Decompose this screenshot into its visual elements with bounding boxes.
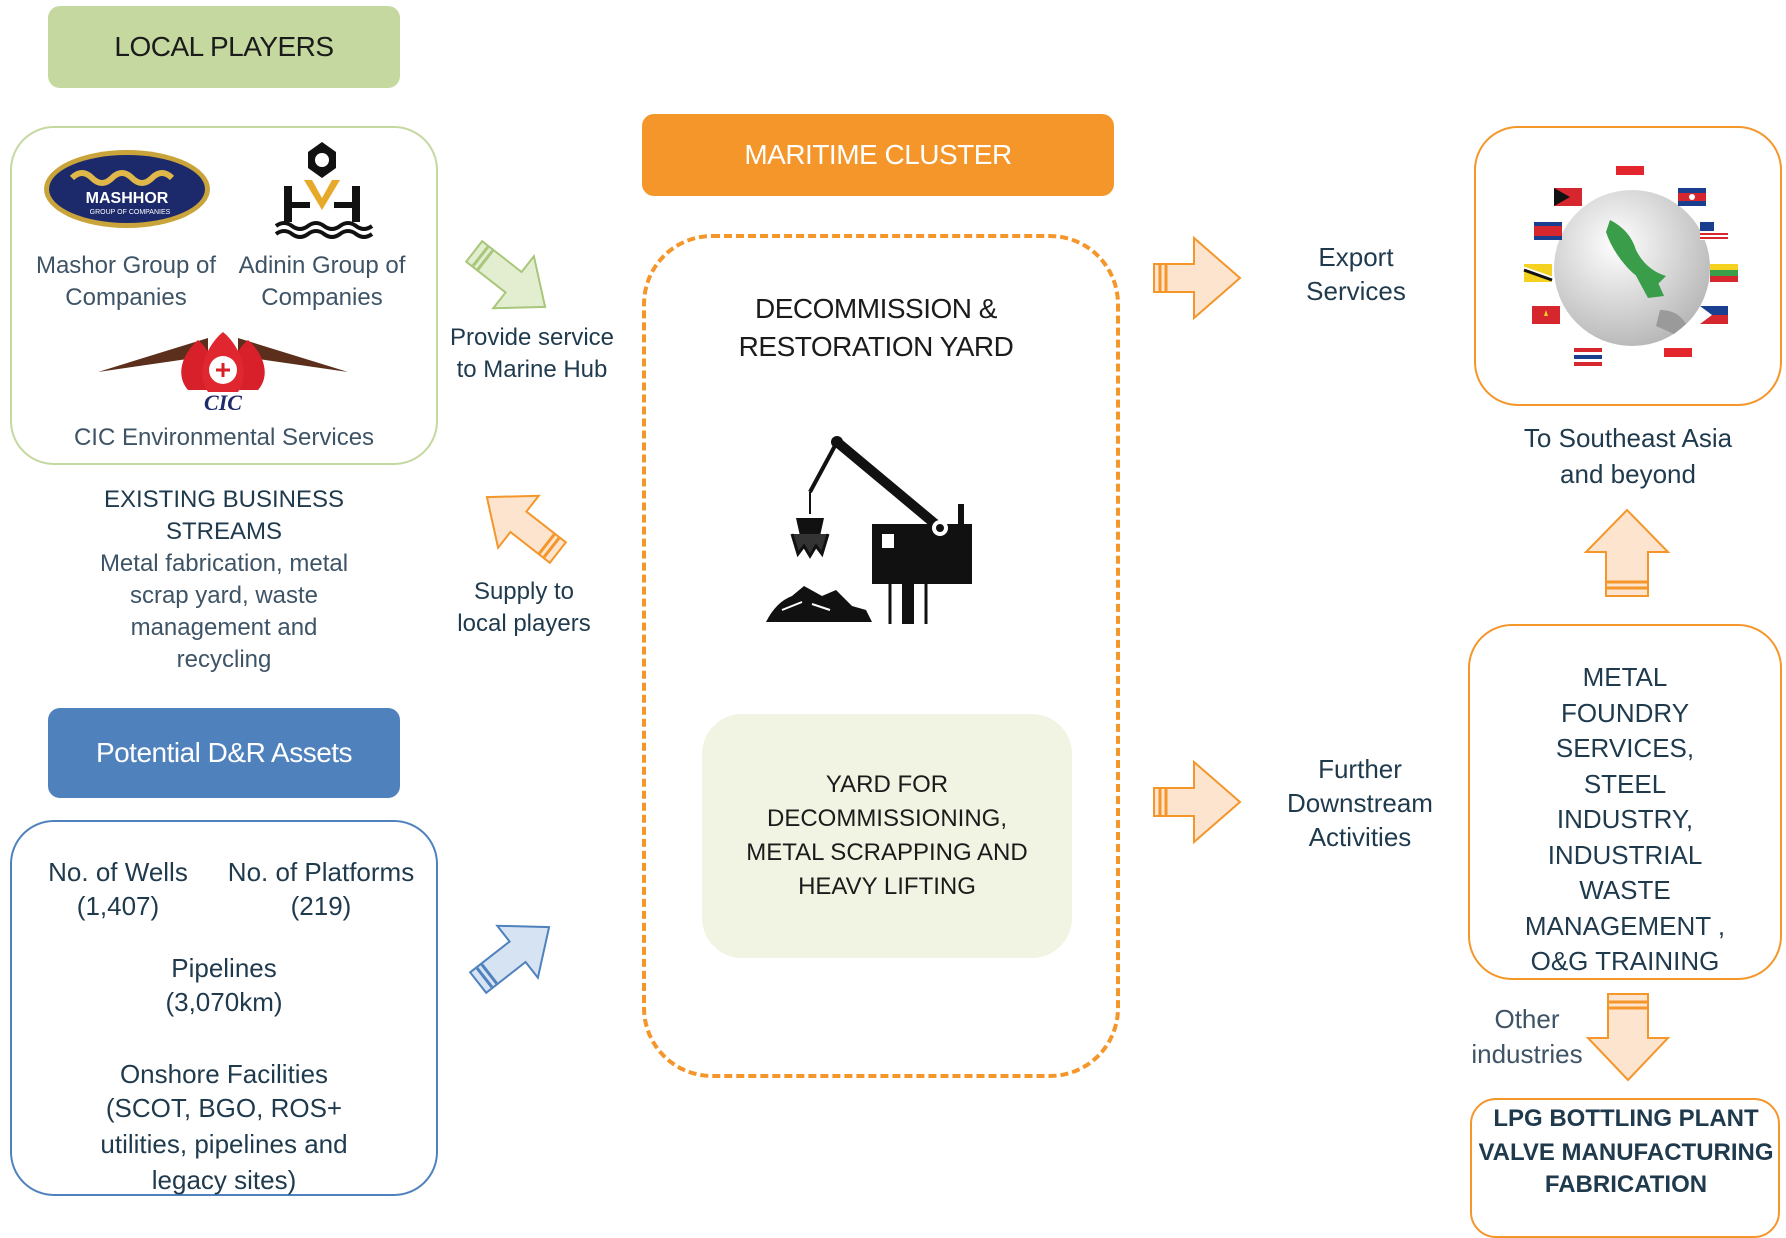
provide-service-arrow xyxy=(462,236,562,326)
wells-label: No. of Wells xyxy=(48,857,188,887)
southeast-asia-label: To Southeast Asia and beyond xyxy=(1523,423,1733,489)
onshore-desc: (SCOT, BGO, ROS+ utilities, pipelines an… xyxy=(100,1093,348,1195)
supply-local-arrow xyxy=(470,478,570,568)
potential-assets-box xyxy=(10,820,438,1196)
adinin-logo xyxy=(270,140,374,240)
lpg-line-1: LPG BOTTLING PLANT xyxy=(1493,1105,1759,1132)
potential-assets-title: Potential D&R Assets xyxy=(95,737,353,768)
maritime-cluster-title: MARITIME CLUSTER xyxy=(744,139,1012,170)
cic-logo-text: CIC xyxy=(204,390,242,415)
pipelines-value: (3,070km) xyxy=(165,987,283,1017)
cic-logo: CIC xyxy=(98,330,348,415)
downstream-arrow xyxy=(1152,759,1242,845)
yard-box xyxy=(702,714,1072,958)
maritime-cluster-header: MARITIME CLUSTER xyxy=(642,114,1114,196)
existing-business-title: EXISTING BUSINESS STREAMS xyxy=(103,486,345,545)
decommission-title: DECOMMISSION & RESTORATION YARD xyxy=(738,293,1014,362)
adinin-name: Adinin Group of Companies xyxy=(238,252,406,311)
mashhor-logo: MASHHOR GROUP OF COMPANIES xyxy=(42,148,212,230)
existing-business-desc: Metal fabrication, metal scrap yard, was… xyxy=(99,550,349,673)
local-players-title: LOCAL PLAYERS xyxy=(114,31,334,62)
pipelines-label: Pipelines xyxy=(171,953,277,983)
supply-local-label: Supply to local players xyxy=(457,578,591,637)
foundry-text: METAL FOUNDRY SERVICES, STEEL INDUSTRY, … xyxy=(1524,662,1726,976)
globe-flags-icon xyxy=(1514,160,1744,380)
onshore-label: Onshore Facilities xyxy=(119,1059,329,1089)
crane-yard-icon xyxy=(762,434,982,626)
wells-value: (1,407) xyxy=(76,891,160,921)
maritime-dashed-box xyxy=(642,234,1120,1078)
potential-assets-header: Potential D&R Assets xyxy=(48,708,400,798)
export-label: Export Services xyxy=(1306,242,1406,306)
lpg-line-2: VALVE MANUFACTURING xyxy=(1478,1139,1774,1166)
platforms-value: (219) xyxy=(290,891,352,921)
mashhor-logo-subtext: GROUP OF COMPANIES xyxy=(90,209,171,216)
mashhor-logo-text: MASHHOR xyxy=(86,190,169,207)
export-arrow xyxy=(1152,235,1242,321)
downstream-label: Further Downstream Activities xyxy=(1287,754,1433,852)
platforms-label: No. of Platforms xyxy=(227,857,415,887)
lpg-box xyxy=(1470,1098,1780,1238)
mashhor-name: Mashor Group of Companies xyxy=(35,252,217,311)
down-arrow xyxy=(1585,992,1671,1082)
yard-text: YARD FOR DECOMMISSIONING, METAL SCRAPPIN… xyxy=(746,771,1028,900)
local-players-header: LOCAL PLAYERS xyxy=(48,6,400,88)
up-arrow xyxy=(1583,508,1671,598)
foundry-box xyxy=(1468,624,1782,980)
other-industries-label: Other industries xyxy=(1471,1004,1583,1069)
lpg-line-3: FABRICATION xyxy=(1544,1171,1708,1198)
provide-service-label: Provide service to Marine Hub xyxy=(449,324,615,383)
assets-arrow xyxy=(466,908,566,998)
cic-name: CIC Environmental Services xyxy=(73,424,375,451)
